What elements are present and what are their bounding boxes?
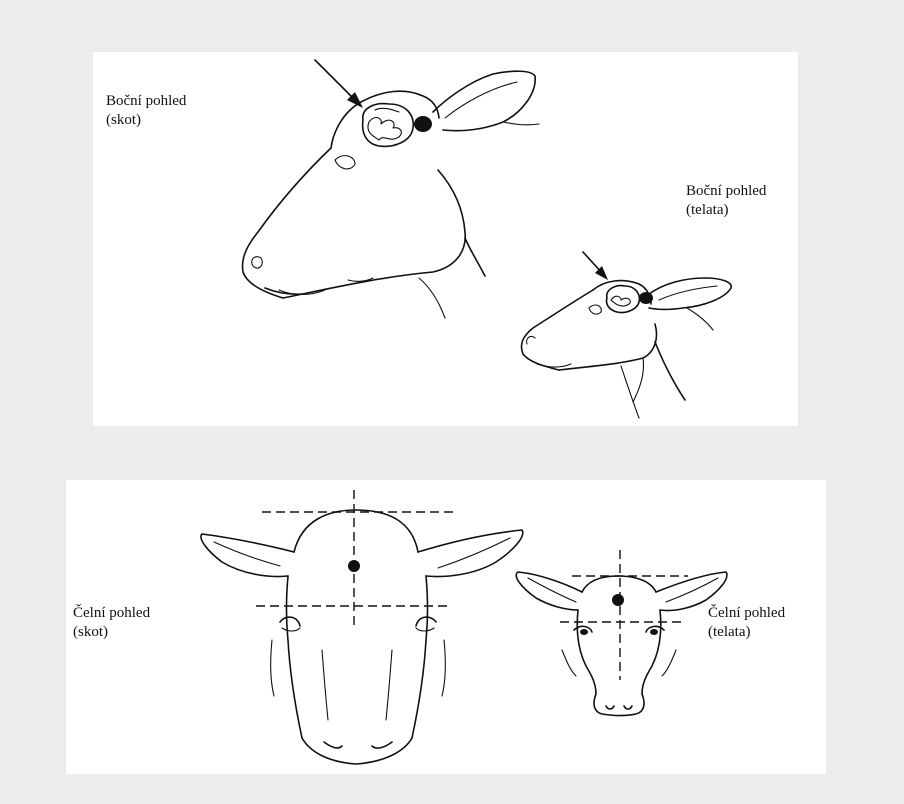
arrow-icon [583,252,608,280]
front-view-illustrations [66,480,826,774]
target-dot-icon [612,594,624,606]
adult-cow-side-drawing [243,60,539,318]
calf-front-drawing [516,550,727,716]
front-view-panel: Čelní pohled (skot) Čelní pohled (telata… [66,480,826,774]
brain-icon [363,104,432,147]
arrow-icon [315,60,363,108]
crosshair-guide-icon [560,550,688,680]
target-dot-icon [348,560,360,572]
side-view-illustrations [93,52,798,426]
side-view-panel: Boční pohled (skot) Boční pohled (telata… [93,52,798,426]
calf-side-drawing [521,252,731,418]
adult-cow-front-drawing [201,490,523,764]
